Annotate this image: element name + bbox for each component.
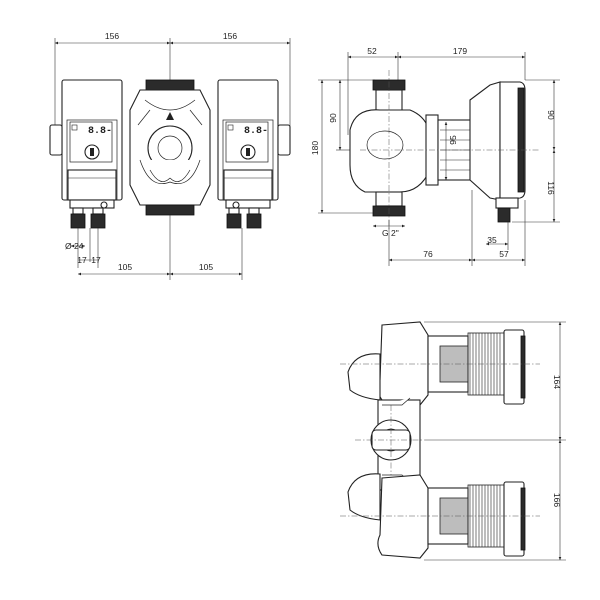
lower-motor-top bbox=[340, 473, 540, 559]
side-bottom-dimensions: G 2" 35 76 57 bbox=[373, 190, 526, 266]
svg-text:-: - bbox=[106, 126, 112, 137]
dim-lower-height: 166 bbox=[552, 493, 562, 507]
side-view: 52 179 90 180 bbox=[310, 46, 560, 266]
left-display: 8.8 - bbox=[69, 121, 113, 163]
dim-right-lower: 116 bbox=[546, 181, 556, 195]
dim-bottom-left: 76 bbox=[423, 249, 433, 259]
dim-upper-height: 164 bbox=[552, 375, 562, 389]
front-bottom-dimensions: Ø 24 17 17 105 105 bbox=[65, 215, 243, 280]
top-flange bbox=[145, 79, 195, 91]
upper-motor-top bbox=[340, 321, 540, 406]
left-cable-glands bbox=[70, 201, 108, 229]
dim-width-left: 156 bbox=[105, 31, 119, 41]
right-display: 8.8 - bbox=[225, 121, 269, 163]
top-view: 164 166 bbox=[340, 321, 566, 561]
dim-offset-right: 105 bbox=[199, 262, 213, 272]
side-top-dimensions: 52 179 bbox=[347, 46, 526, 135]
dim-flange-dia: 95 bbox=[448, 135, 458, 145]
dim-right-height: 90 bbox=[546, 110, 556, 120]
dim-spacing-a: 17 bbox=[77, 255, 87, 265]
dim-bottom-right: 57 bbox=[499, 249, 509, 259]
dim-pipe-thread: G 2" bbox=[382, 228, 399, 238]
dim-top-length: 179 bbox=[453, 46, 467, 56]
dim-connector-dia: Ø 24 bbox=[65, 241, 84, 251]
side-right-dimensions: 90 116 bbox=[512, 79, 560, 223]
front-top-dimensions: 156 156 bbox=[54, 31, 291, 140]
pump-housing-front bbox=[129, 79, 211, 216]
front-view: 156 156 8.8 bbox=[49, 31, 291, 280]
svg-text:-: - bbox=[262, 126, 268, 137]
dim-spacing-b: 17 bbox=[91, 255, 101, 265]
right-motor-front: 8.8 - bbox=[217, 79, 291, 229]
left-motor-front: 8.8 - bbox=[49, 79, 123, 229]
left-display-value: 8.8 bbox=[88, 126, 106, 137]
dim-plug-offset: 35 bbox=[487, 235, 497, 245]
right-cable-glands bbox=[226, 201, 262, 229]
pump-body-side: 95 bbox=[349, 70, 540, 230]
dim-total-height: 180 bbox=[310, 141, 320, 155]
top-right-dimensions: 164 166 bbox=[424, 321, 566, 561]
dim-left-height: 90 bbox=[328, 113, 338, 123]
dim-top-offset: 52 bbox=[367, 46, 377, 56]
right-display-value: 8.8 bbox=[244, 126, 262, 137]
side-left-dimensions: 90 180 bbox=[310, 79, 375, 214]
bottom-flange bbox=[145, 204, 195, 216]
dim-width-right: 156 bbox=[223, 31, 237, 41]
dim-offset-left: 105 bbox=[118, 262, 132, 272]
